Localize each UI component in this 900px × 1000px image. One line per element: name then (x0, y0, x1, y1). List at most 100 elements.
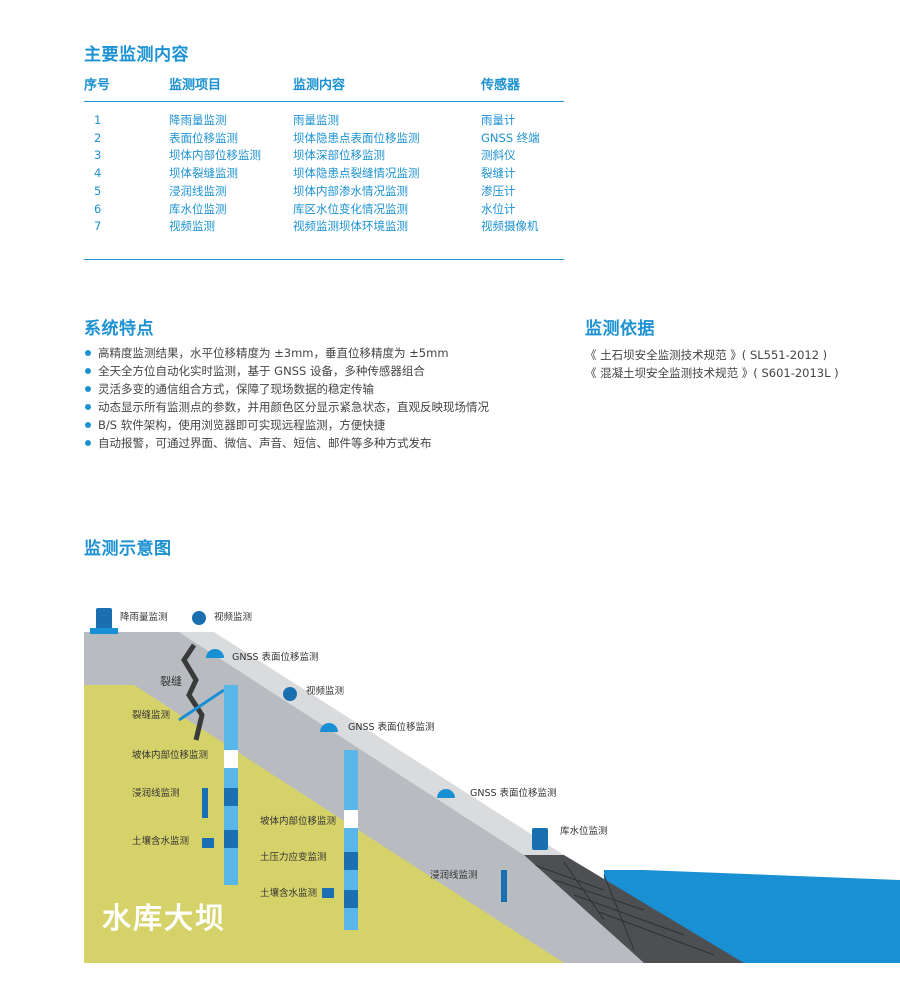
bullet-dot (85, 404, 91, 410)
pipe1-sensor-white (224, 750, 238, 768)
basis-list: 《 土石坝安全监测技术规范 》( SL551-2012 ) 《 混凝土坝安全监测… (585, 346, 839, 382)
label-crack-monitor: 裂缝监测 (132, 710, 171, 721)
feature-text: 全天全方位自动化实时监测，基于 GNSS 设备，多种传感器组合 (98, 364, 425, 378)
label-gnss-1: GNSS 表面位移监测 (232, 652, 319, 663)
main-content-title: 主要监测内容 (84, 45, 189, 65)
label-internal-1: 坡体内部位移监测 (132, 750, 209, 761)
row-sensor: 雨量计 (481, 113, 516, 127)
row-number: 7 (94, 219, 102, 234)
row-sensor: 视频摄像机 (481, 219, 539, 234)
features-list: 高精度监测结果，水平位移精度为 ±3mm，垂直位移精度为 ±5mm 全天全方位自… (84, 344, 489, 452)
bullet-dot (85, 386, 91, 392)
bullet-dot (85, 422, 91, 428)
label-soil-2: 土壤含水监测 (260, 888, 318, 899)
table-row: 4 坝体裂缝监测 坝体隐患点裂缝情况监测 裂缝计 (84, 165, 564, 183)
table-row: 6 库水位监测 库区水位变化情况监测 水位计 (84, 201, 564, 219)
row-sensor: 测斜仪 (481, 148, 516, 163)
pipe2-sensor-dark1 (344, 852, 358, 870)
table-row: 7 视频监测 视频监测坝体环境监测 视频摄像机 (84, 218, 564, 236)
row-content: 坝体隐患点裂缝情况监测 (293, 166, 420, 181)
label-video-2: 视频监测 (306, 686, 345, 697)
camera-icon-2 (283, 687, 297, 701)
row-item: 坝体裂缝监测 (169, 166, 238, 181)
dam-illustration (84, 608, 900, 963)
table-header-row: 序号 监测项目 监测内容 传感器 (84, 72, 564, 102)
riprap-pattern (533, 861, 715, 956)
feature-item: 自动报警，可通过界面、微信、声音、短信、邮件等多种方式发布 (84, 434, 489, 452)
inclinometer-pipe-2 (344, 750, 358, 930)
feature-item: 灵活多变的通信组合方式，保障了现场数据的稳定传输 (84, 380, 489, 398)
feature-text: 灵活多变的通信组合方式，保障了现场数据的稳定传输 (98, 382, 374, 396)
row-item: 库水位监测 (169, 201, 227, 216)
basis-item: 《 混凝土坝安全监测技术规范 》( S601-2013L ) (585, 366, 839, 380)
bullet-dot (85, 440, 91, 446)
pipe2-sensor-white (344, 810, 358, 828)
row-sensor: 水位计 (481, 201, 516, 216)
row-content: 雨量监测 (293, 113, 339, 127)
row-item: 坝体内部位移监测 (169, 148, 261, 163)
piezometer-2 (501, 870, 507, 902)
row-item: 视频监测 (169, 219, 215, 234)
pipe1-sensor-dark2 (224, 830, 238, 848)
header-number: 序号 (84, 72, 169, 102)
features-title: 系统特点 (84, 319, 154, 339)
row-item: 浸润线监测 (169, 183, 227, 198)
camera-icon-1 (192, 611, 206, 625)
bullet-dot (85, 350, 91, 356)
feature-text: 高精度监测结果，水平位移精度为 ±3mm，垂直位移精度为 ±5mm (98, 346, 449, 360)
label-gnss-2: GNSS 表面位移监测 (348, 722, 435, 733)
monitoring-table: 序号 监测项目 监测内容 传感器 1 降雨量监测 雨量监测 雨量计 2 表面位移… (84, 72, 564, 236)
row-sensor: GNSS 终端 (481, 130, 540, 145)
label-rain: 降雨量监测 (120, 612, 168, 623)
row-item: 表面位移监测 (169, 130, 238, 145)
label-gnss-3: GNSS 表面位移监测 (470, 788, 557, 799)
label-video-1: 视频监测 (214, 612, 253, 623)
label-crack: 裂缝 (160, 675, 182, 688)
bullet-dot (85, 368, 91, 374)
row-sensor: 裂缝计 (481, 166, 516, 181)
label-seepage-1: 浸润线监测 (132, 788, 180, 799)
diagram-title: 监测示意图 (84, 539, 172, 559)
row-number: 1 (94, 113, 102, 127)
pipe2-sensor-dark2 (344, 890, 358, 908)
table-row: 5 浸润线监测 坝体内部渗水情况监测 渗压计 (84, 183, 564, 201)
soil-sensor-2 (322, 888, 334, 898)
riprap-slope (519, 855, 744, 963)
soil-sensor-1 (202, 838, 214, 848)
crack-gauge (178, 688, 225, 722)
row-sensor: 渗压计 (481, 183, 516, 198)
label-reservoir: 库水位监测 (560, 826, 608, 837)
row-content: 坝体内部渗水情况监测 (293, 183, 408, 198)
feature-item: 高精度监测结果，水平位移精度为 ±3mm，垂直位移精度为 ±5mm (84, 344, 489, 362)
row-content: 库区水位变化情况监测 (293, 201, 408, 216)
feature-text: 自动报警，可通过界面、微信、声音、短信、邮件等多种方式发布 (98, 436, 432, 450)
basis-title: 监测依据 (585, 319, 655, 339)
feature-item: B/S 软件架构，使用浏览器即可实现远程监测，方便快捷 (84, 416, 489, 434)
header-sensor: 传感器 (481, 72, 564, 102)
label-soil-1: 土壤含水监测 (132, 836, 190, 847)
label-internal-2: 坡体内部位移监测 (260, 816, 337, 827)
table-row: 3 坝体内部位移监测 坝体深部位移监测 测斜仪 (84, 147, 564, 165)
feature-item: 动态显示所有监测点的参数，并用颜色区分显示紧急状态，直观反映现场情况 (84, 398, 489, 416)
header-content: 监测内容 (293, 72, 481, 102)
row-number: 2 (94, 130, 102, 145)
table-row: 2 表面位移监测 坝体隐患点表面位移监测 GNSS 终端 (84, 130, 564, 148)
dam-title: 水库大坝 (102, 901, 227, 935)
feature-item: 全天全方位自动化实时监测，基于 GNSS 设备，多种传感器组合 (84, 362, 489, 380)
soil-layer (84, 685, 564, 963)
rain-gauge-base (90, 628, 118, 634)
water-level-gauge-icon (532, 828, 548, 850)
pipe1-sensor-dark1 (224, 788, 238, 806)
row-number: 6 (94, 201, 102, 216)
dam-slope-face (179, 632, 564, 855)
row-content: 坝体深部位移监测 (293, 148, 385, 163)
inclinometer-pipe-1 (224, 685, 238, 885)
row-content: 视频监测坝体环境监测 (293, 219, 408, 234)
gnss-icon-2 (320, 723, 338, 732)
dam-diagram: 降雨量监测 视频监测 GNSS 表面位移监测 裂缝 视频监测 裂缝监测 GNSS… (84, 590, 900, 963)
table-bottom-rule (84, 259, 564, 260)
gnss-icon-1 (206, 649, 224, 658)
piezometer-1 (202, 788, 208, 818)
row-content: 坝体隐患点表面位移监测 (293, 130, 420, 145)
row-number: 4 (94, 166, 102, 181)
